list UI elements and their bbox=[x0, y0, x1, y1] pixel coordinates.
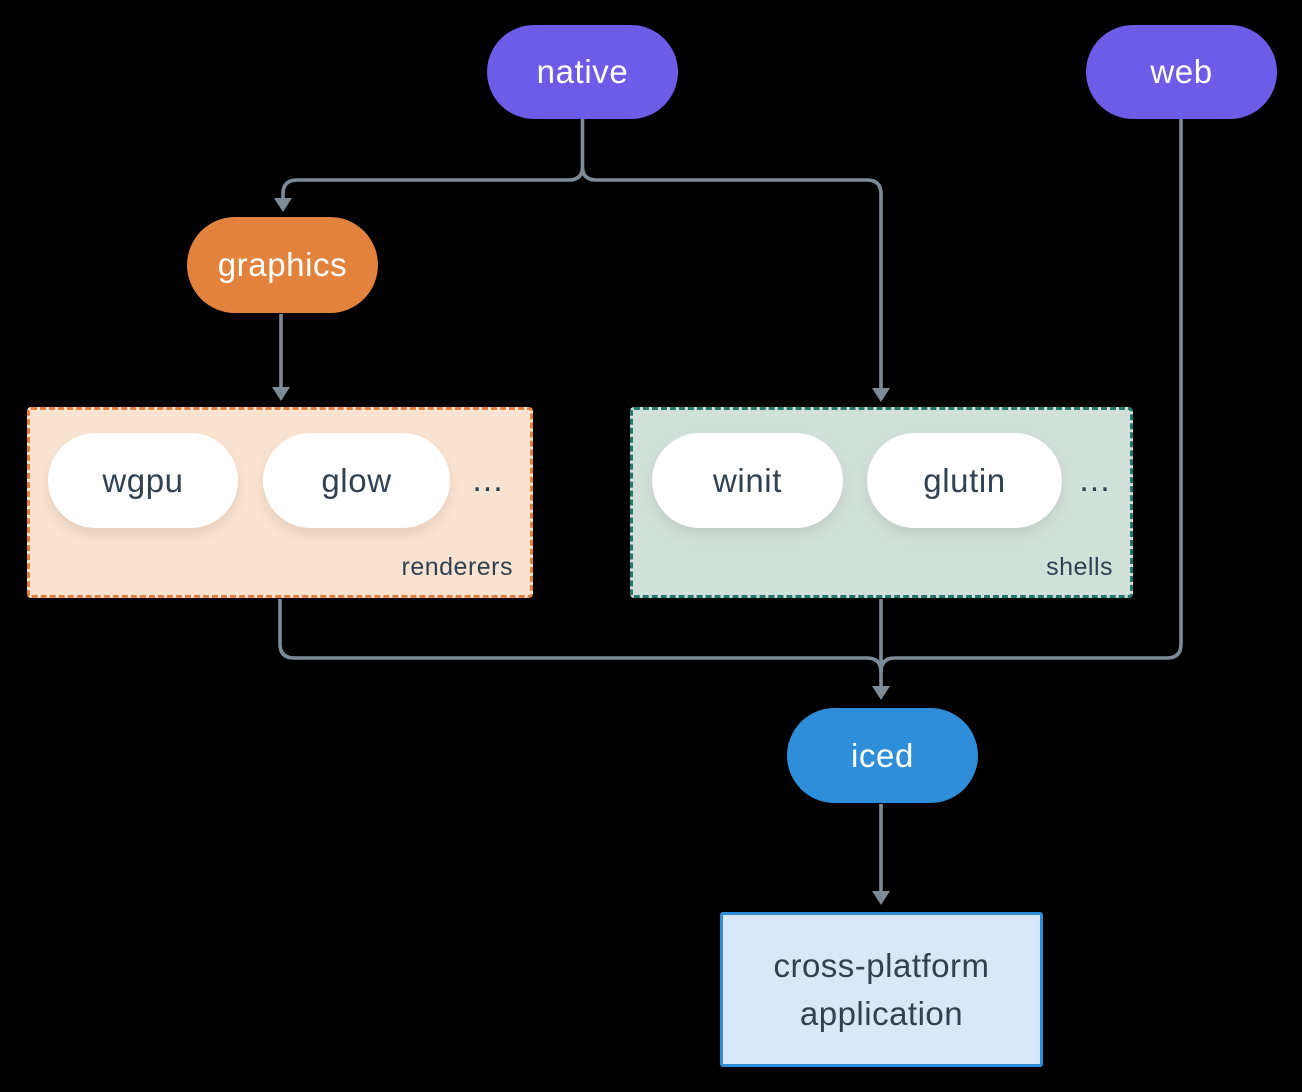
shells-ellipsis: ... bbox=[1079, 461, 1111, 499]
renderers-group-label: renderers bbox=[401, 553, 513, 581]
node-cross-platform-application: cross-platform application bbox=[720, 912, 1043, 1067]
arrowhead-renderers bbox=[272, 387, 290, 401]
node-web: web bbox=[1086, 25, 1277, 119]
node-graphics-label: graphics bbox=[217, 246, 348, 283]
node-wgpu: wgpu bbox=[48, 433, 238, 528]
edge-renderers-iced bbox=[278, 599, 883, 673]
node-iced: iced bbox=[787, 708, 978, 803]
node-native-label: native bbox=[536, 53, 629, 90]
node-native: native bbox=[487, 25, 678, 119]
arrowhead-graphics bbox=[274, 198, 292, 212]
node-iced-label: iced bbox=[851, 736, 914, 774]
shells-group-label: shells bbox=[1046, 553, 1113, 581]
node-wgpu-label: wgpu bbox=[102, 461, 184, 499]
application-label-line1: cross-platform bbox=[773, 946, 990, 984]
node-winit: winit bbox=[652, 433, 843, 528]
node-glutin: glutin bbox=[867, 433, 1062, 528]
node-web-label: web bbox=[1150, 53, 1213, 90]
node-graphics: graphics bbox=[187, 217, 378, 313]
node-winit-label: winit bbox=[712, 461, 783, 499]
arrowhead-shells bbox=[872, 388, 890, 402]
edge-native-shells bbox=[580, 166, 883, 389]
node-glow-label: glow bbox=[321, 461, 392, 499]
node-glow: glow bbox=[263, 433, 450, 528]
application-label-line2: application bbox=[799, 994, 964, 1032]
arrowhead-iced bbox=[872, 686, 890, 700]
edge-native-graphics bbox=[281, 166, 585, 199]
renderers-ellipsis: ... bbox=[472, 461, 504, 499]
node-glutin-label: glutin bbox=[923, 461, 1006, 499]
arrowhead-application bbox=[872, 891, 890, 905]
